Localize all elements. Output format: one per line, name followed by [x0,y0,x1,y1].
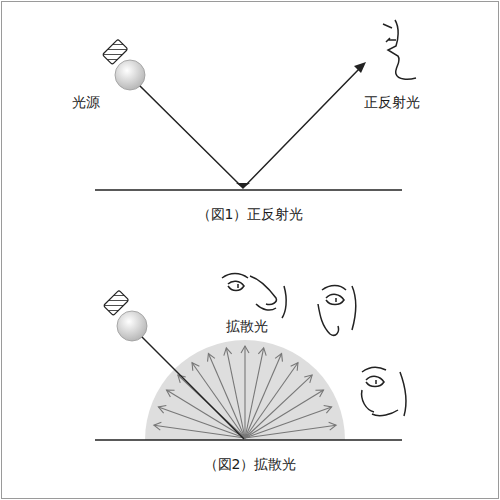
light-source-label: 光源 [72,94,100,111]
figure-2 [95,274,406,441]
reflection-label: 正反射光 [364,94,420,111]
figure-caption: （図2）拡散光 [204,456,297,473]
figure-caption: （図1）正反射光 [197,206,304,223]
diffuse-label: 拡散光 [226,318,268,335]
